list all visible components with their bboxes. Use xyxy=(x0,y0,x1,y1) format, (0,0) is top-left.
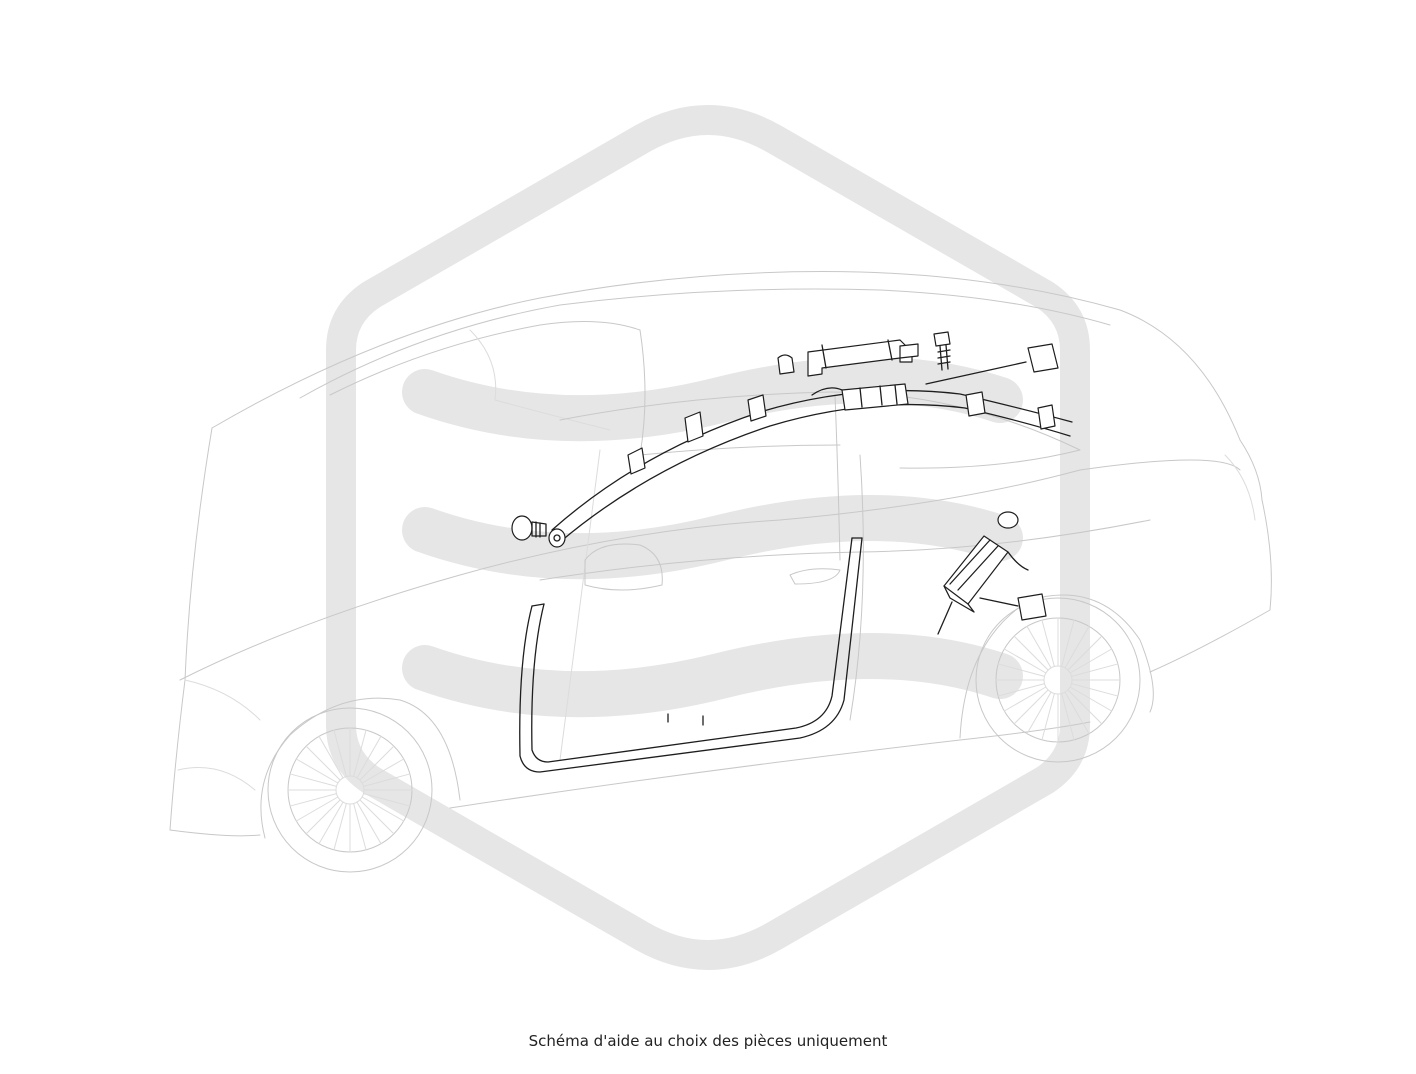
wheel-spoke xyxy=(1069,686,1113,712)
wheel-spoke xyxy=(1041,693,1055,741)
bolt xyxy=(933,331,951,371)
wheel-spoke xyxy=(1071,663,1119,677)
wheel-spoke xyxy=(295,758,339,784)
door-seal xyxy=(519,537,863,773)
label-sticker-bottom xyxy=(1017,593,1047,621)
retaining-clip xyxy=(777,354,795,375)
wheel-spoke xyxy=(363,773,411,787)
wheel-spoke xyxy=(305,745,341,781)
wheel-spoke xyxy=(1067,635,1103,671)
wheel-spoke xyxy=(1067,689,1103,725)
label-sticker-top xyxy=(925,343,1059,385)
wheel-spoke xyxy=(361,758,405,784)
side-airbag-module xyxy=(937,511,1029,635)
wheel-spoke xyxy=(1064,691,1090,735)
wheel-spoke xyxy=(333,729,347,777)
wheel-spoke xyxy=(1003,648,1047,674)
wheel-spoke xyxy=(356,735,382,779)
wheel-spoke xyxy=(359,799,395,835)
wheel-spoke xyxy=(997,663,1045,677)
wheel-spoke xyxy=(318,735,344,779)
wheel-spoke xyxy=(1026,625,1052,669)
wheel-spoke xyxy=(1013,635,1049,671)
wheel-spoke xyxy=(1003,686,1047,712)
wheel-spoke xyxy=(353,729,367,777)
wheel-spoke xyxy=(361,796,405,822)
wheel-spoke xyxy=(305,799,341,835)
mounting-bracket xyxy=(807,339,919,377)
mounting-tabs xyxy=(627,391,1056,475)
wheel-spoke xyxy=(333,803,347,851)
rear-wheel-spokes xyxy=(995,617,1121,743)
push-clip-front xyxy=(511,515,547,541)
wheel-spoke xyxy=(1064,625,1090,669)
wheel-spoke xyxy=(356,801,382,845)
parts-diagram xyxy=(169,105,1272,970)
wheel-spoke xyxy=(363,793,411,807)
wheel-spoke xyxy=(359,745,395,781)
wheel-spoke xyxy=(1069,648,1113,674)
wheel-spoke xyxy=(318,801,344,845)
wheel-spoke xyxy=(289,793,337,807)
wheel-spoke xyxy=(1061,693,1075,741)
diagram-canvas xyxy=(169,105,1272,970)
wheel-spoke xyxy=(1013,689,1049,725)
wheel-spoke xyxy=(289,773,337,787)
wheel-spoke xyxy=(1041,619,1055,667)
wheel-spoke xyxy=(1026,691,1052,735)
wheel-spoke xyxy=(295,796,339,822)
wheel-spoke xyxy=(997,683,1045,697)
front-wheel-spokes xyxy=(287,727,413,853)
wheel-spoke xyxy=(1071,683,1119,697)
hexagon-logo-icon xyxy=(326,105,1090,970)
diagram-caption: Schéma d'aide au choix des pièces unique… xyxy=(528,1032,888,1050)
wheel-spoke xyxy=(1061,619,1075,667)
wheel-spoke xyxy=(353,803,367,851)
